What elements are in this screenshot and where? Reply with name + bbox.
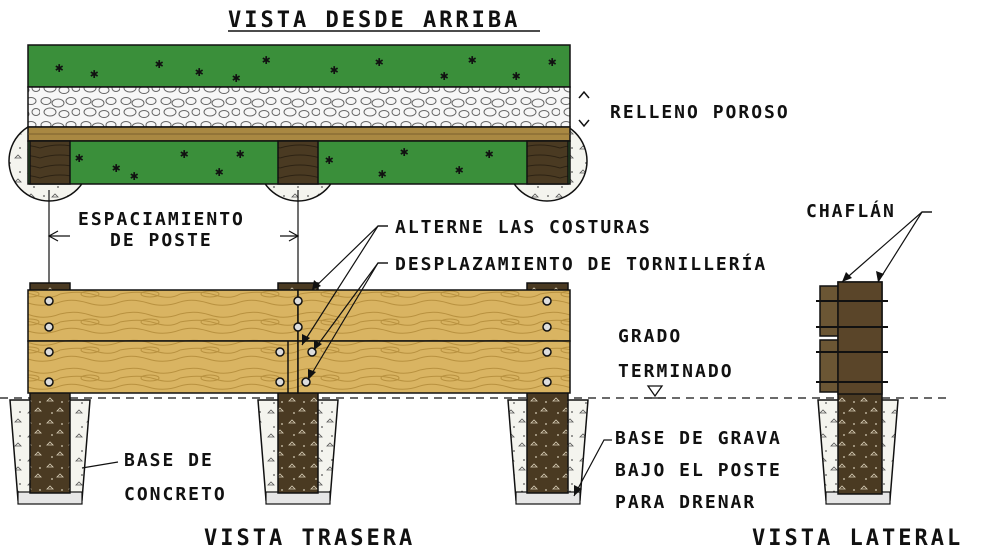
side-view-bolts — [816, 300, 888, 383]
alternate-seams-label: ALTERNE LAS COSTURAS — [395, 217, 652, 238]
svg-text:✱: ✱ — [325, 152, 334, 168]
svg-text:✱: ✱ — [232, 70, 241, 86]
svg-text:✱: ✱ — [512, 68, 521, 84]
gravel-base-label-1: BASE DE GRAVA — [615, 428, 782, 449]
svg-text:✱: ✱ — [180, 146, 189, 162]
callout-arrowheads — [302, 280, 322, 380]
gravel-base-leader — [573, 439, 612, 497]
callout-leaders — [301, 225, 388, 381]
svg-text:✱: ✱ — [112, 160, 121, 176]
porous-fill-label: RELLENO POROSO — [610, 102, 790, 123]
chamfer-leaders — [841, 211, 932, 283]
finished-grade-label-1: GRADO — [618, 326, 682, 347]
svg-text:✱: ✱ — [195, 64, 204, 80]
svg-text:✱: ✱ — [55, 60, 64, 76]
grade-symbol — [644, 385, 666, 399]
svg-text:✱: ✱ — [455, 162, 464, 178]
svg-text:✱: ✱ — [215, 164, 224, 180]
top-view-title: VISTA DESDE ARRIBA — [228, 8, 520, 33]
svg-text:✱: ✱ — [90, 66, 99, 82]
post-spacing-label-2: DE POSTE — [110, 230, 213, 251]
side-view-title: VISTA LATERAL — [752, 526, 963, 551]
svg-text:✱: ✱ — [236, 146, 245, 162]
svg-text:✱: ✱ — [400, 144, 409, 160]
chamfer-label: CHAFLÁN — [806, 200, 896, 222]
rear-planks — [27, 289, 571, 394]
svg-text:✱: ✱ — [75, 150, 84, 166]
concrete-base-label-2: CONCRETO — [124, 484, 227, 505]
svg-text:✱: ✱ — [378, 166, 387, 182]
rear-view-title: VISTA TRASERA — [204, 526, 415, 551]
top-posts — [29, 140, 569, 185]
top-grass-layer — [27, 44, 571, 88]
svg-text:✱: ✱ — [155, 56, 164, 72]
svg-text:✱: ✱ — [548, 54, 557, 70]
svg-text:✱: ✱ — [468, 52, 477, 68]
finished-grade-label-2: TERMINADO — [618, 361, 734, 382]
porous-fill-dimension — [578, 90, 590, 128]
post-spacing-label-1: ESPACIAMIENTO — [78, 209, 245, 230]
svg-text:✱: ✱ — [330, 62, 339, 78]
concrete-base-leader — [81, 461, 119, 469]
grass-marks-top: ✱ ✱ ✱ ✱ ✱ ✱ ✱ ✱ ✱ ✱ ✱ ✱ — [55, 52, 557, 86]
svg-text:✱: ✱ — [262, 52, 271, 68]
svg-text:✱: ✱ — [440, 68, 449, 84]
bolts — [44, 296, 552, 387]
gravel-drain-bases — [17, 491, 891, 505]
gravel-base-label-3: PARA DRENAR — [615, 492, 756, 513]
porous-fill-layer — [27, 86, 571, 128]
svg-text:✱: ✱ — [130, 168, 139, 184]
bolt-offset-label: DESPLAZAMIENTO DE TORNILLERÍA — [395, 253, 767, 275]
svg-text:✱: ✱ — [375, 54, 384, 70]
grass-marks-bottom: ✱ ✱ ✱ ✱ ✱ ✱ ✱ ✱ ✱ ✱ ✱ — [75, 144, 494, 184]
concrete-base-label-1: BASE DE — [124, 450, 214, 471]
gravel-base-label-2: BAJO EL POSTE — [615, 460, 782, 481]
svg-text:✱: ✱ — [485, 146, 494, 162]
